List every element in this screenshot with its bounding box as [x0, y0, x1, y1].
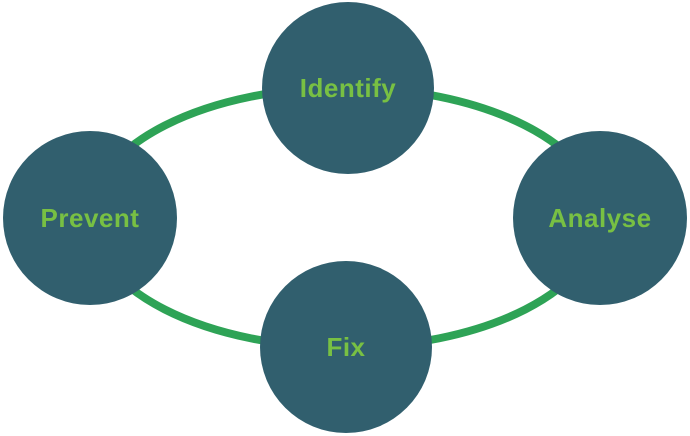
node-prevent-circle [3, 131, 177, 305]
node-prevent-label: Prevent [41, 203, 140, 233]
node-analyse-label: Analyse [548, 203, 651, 233]
node-analyse: Analyse [513, 131, 687, 305]
node-prevent: Prevent [3, 131, 177, 305]
node-analyse-circle [513, 131, 687, 305]
node-identify-circle [262, 2, 434, 174]
node-fix: Fix [260, 261, 432, 433]
node-identify: Identify [262, 2, 434, 174]
node-fix-label: Fix [326, 332, 365, 362]
node-identify-label: Identify [300, 73, 396, 103]
node-fix-circle [260, 261, 432, 433]
